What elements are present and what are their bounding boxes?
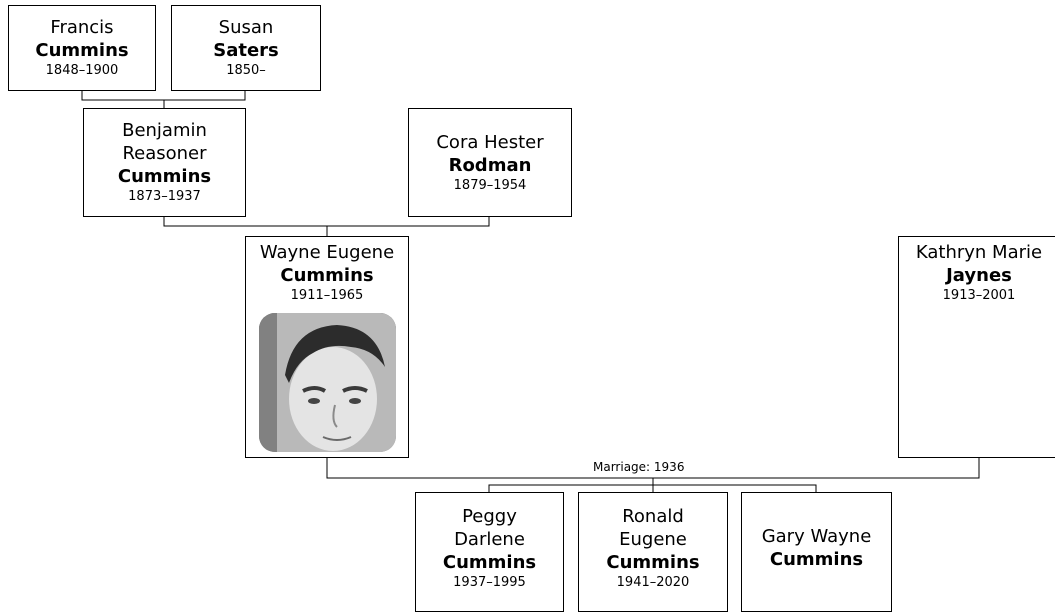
person-card-susan[interactable]: Susan Saters 1850– (171, 5, 321, 91)
surname: Cummins (117, 166, 212, 187)
surname: Saters (213, 40, 279, 61)
surname: Jaynes (946, 265, 1012, 286)
person-card-cora[interactable]: Cora Hester Rodman 1879–1954 (408, 108, 572, 217)
person-card-wayne[interactable]: Wayne Eugene Cummins 1911–1965 (245, 236, 409, 458)
person-card-peggy[interactable]: Peggy Darlene Cummins 1937–1995 (415, 492, 564, 612)
life-dates: 1913–2001 (942, 288, 1016, 303)
given-name: Kathryn Marie (915, 242, 1043, 263)
given-name: Francis (50, 17, 114, 38)
given-name-line-2: Eugene (619, 528, 687, 550)
given-name: Cora Hester (436, 131, 544, 153)
connector-benjamin-cora (163, 217, 490, 227)
life-dates: 1850– (226, 63, 266, 78)
portrait-photo[interactable] (258, 313, 396, 452)
given-name-line-2: Darlene (454, 528, 525, 550)
life-dates: 1937–1995 (453, 574, 526, 590)
given-name-line-2: Reasoner (122, 143, 207, 164)
portrait-image (258, 313, 396, 452)
given-name: Susan (218, 17, 274, 38)
given-name-line-1: Ronald (622, 505, 684, 527)
given-name: Wayne Eugene (259, 242, 395, 263)
surname: Rodman (448, 154, 532, 176)
person-card-francis[interactable]: Francis Cummins 1848–1900 (8, 5, 156, 91)
life-dates: 1879–1954 (453, 177, 527, 193)
given-name: Gary Wayne (761, 526, 872, 547)
surname: Cummins (606, 551, 700, 573)
person-card-ronald[interactable]: Ronald Eugene Cummins 1941–2020 (578, 492, 728, 612)
person-card-gary[interactable]: Gary Wayne Cummins (741, 492, 892, 612)
person-card-benjamin[interactable]: Benjamin Reasoner Cummins 1873–1937 (83, 108, 246, 217)
life-dates: 1911–1965 (290, 288, 364, 303)
marriage-label: Marriage: 1936 (592, 460, 686, 474)
given-name-line-1: Benjamin (122, 120, 207, 141)
connector-francis-susan (81, 91, 246, 101)
given-name-line-1: Peggy (462, 505, 517, 527)
life-dates: 1941–2020 (616, 574, 690, 590)
life-dates: 1848–1900 (45, 63, 119, 78)
life-dates: 1873–1937 (128, 189, 201, 204)
surname: Cummins (442, 551, 537, 573)
surname: Cummins (35, 40, 129, 61)
person-card-kathryn[interactable]: Kathryn Marie Jaynes 1913–2001 (898, 236, 1055, 458)
surname: Cummins (769, 549, 864, 570)
surname: Cummins (280, 265, 374, 286)
